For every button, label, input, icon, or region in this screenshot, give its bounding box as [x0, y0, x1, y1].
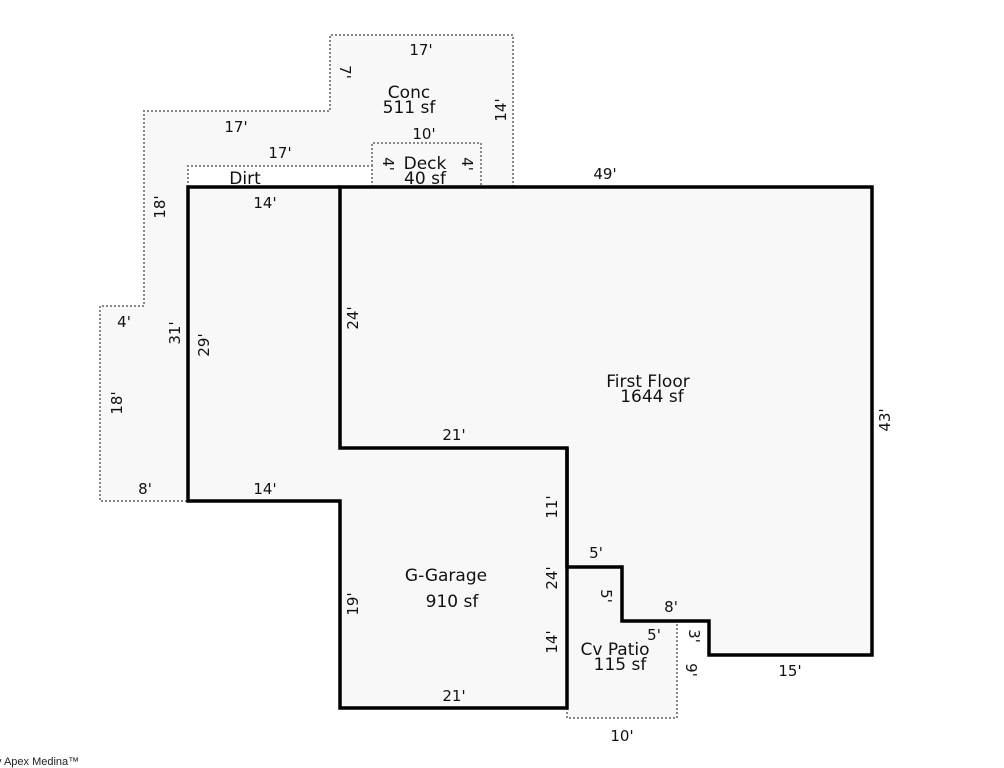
conc-label: Conc	[388, 83, 430, 103]
dimension-label: 43'	[876, 408, 894, 431]
dimension-label: 15'	[778, 662, 801, 680]
dimension-label: 10'	[610, 727, 633, 745]
first-floor-label: First Floor	[606, 372, 689, 392]
dimension-label: 17'	[409, 41, 432, 59]
dimension-label: 4'	[379, 157, 397, 171]
dimension-label: 24'	[344, 306, 362, 329]
deck-size: 40 sf	[404, 169, 447, 189]
dimension-label: 8'	[138, 480, 152, 498]
dimension-label: 18'	[108, 391, 126, 414]
dirt-outline	[187, 165, 373, 187]
dimension-label: 5'	[597, 589, 615, 603]
dimension-label: 17'	[268, 144, 291, 162]
first-floor-area	[340, 187, 872, 655]
dimension-label: 5'	[647, 626, 661, 644]
conc-area	[100, 35, 513, 501]
footer-credit: y Apex Medina™	[0, 756, 80, 768]
dimension-label: 24'	[543, 566, 561, 589]
patio-area	[567, 567, 677, 718]
dimension-label: 14'	[253, 480, 276, 498]
dimension-label: 7'	[336, 65, 354, 79]
dimension-label: 9'	[682, 663, 700, 677]
dimension-label: 18'	[151, 195, 169, 218]
garage-area	[188, 187, 567, 708]
dimension-label: 10'	[412, 125, 435, 143]
dimension-label: 19'	[344, 592, 362, 615]
first-floor-outline	[338, 185, 874, 657]
patio-size: 115 sf	[594, 655, 648, 675]
dimension-label: 21'	[442, 426, 465, 444]
garage-label: G-Garage	[405, 566, 487, 586]
dimension-label: 49'	[593, 165, 616, 183]
dimension-label: 31'	[166, 321, 184, 344]
deck-outline	[371, 142, 482, 187]
conc-size: 511 sf	[383, 98, 437, 118]
deck-label: Deck	[404, 154, 447, 174]
dimension-label: 11'	[543, 495, 561, 518]
garage-size: 910 sf	[426, 592, 480, 612]
first-floor-size: 1644 sf	[620, 387, 685, 407]
garage-outline	[186, 185, 569, 710]
dimension-label: 8'	[664, 598, 678, 616]
dimension-label: 14'	[253, 194, 276, 212]
dimension-label: 5'	[589, 544, 603, 562]
dimension-label: 4'	[458, 157, 476, 171]
dimension-label: 4'	[117, 313, 131, 331]
conc-outline	[99, 34, 514, 502]
dimension-label: 3'	[685, 629, 703, 643]
dimension-label: 14'	[543, 630, 561, 653]
dimension-label: 21'	[442, 687, 465, 705]
dirt-label: Dirt	[229, 169, 261, 189]
dirt-area	[188, 166, 372, 187]
patio-outline	[566, 621, 678, 719]
patio-label: Cv Patio	[580, 640, 649, 660]
dimension-label: 29'	[195, 333, 213, 356]
dimension-label: 14'	[492, 98, 510, 121]
dimension-label: 17'	[224, 118, 247, 136]
